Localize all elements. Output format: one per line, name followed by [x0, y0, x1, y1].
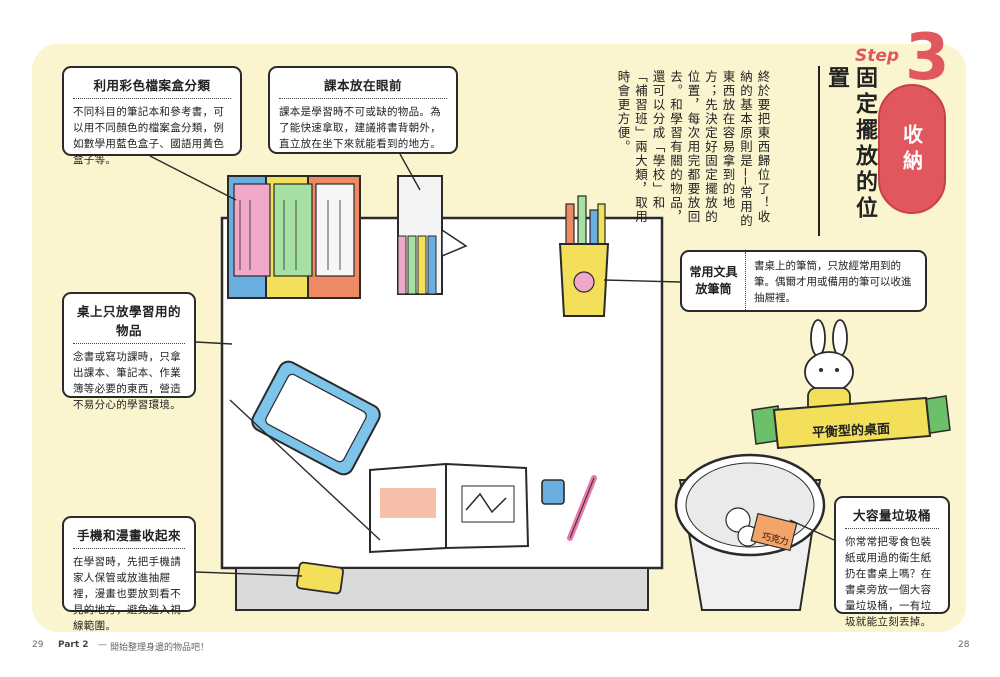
section-body: 終於要把東西歸位了！收納的基本原則是──常用的東西放在容易拿到的地方；先決定好固… [615, 70, 771, 229]
callout-phone-text: 在學習時，先把手機請家人保管或放進抽屜裡，漫畫也要放到看不見的地方，避免進入視線… [73, 556, 181, 632]
footer-title: 開始整理身邊的物品吧！ [110, 643, 210, 653]
callout-phone-title: 手機和漫畫收起來 [73, 525, 185, 549]
callout-study-text: 念書或寫功課時，只拿出課本、筆記本、作業簿等必要的東西，營造不易分心的學習環境。 [73, 351, 181, 411]
callout-books: 課本放在眼前 課本是學習時不可或缺的物品。為了能快速拿取，建議將書背朝外，直立放… [268, 66, 458, 154]
textbooks [397, 175, 468, 295]
folder-boxes [227, 175, 361, 299]
callout-study: 桌上只放學習用的物品 念書或寫功課時，只拿出課本、筆記本、作業簿等必要的東西，營… [62, 292, 196, 411]
page-number-left: 29 [32, 640, 44, 650]
footer-separator: — [98, 640, 107, 650]
banner-ribbon [751, 395, 951, 450]
eraser-icon [541, 479, 565, 505]
callout-bin: 大容量垃圾桶 你常常把零食包裝紙或用過的衛生紙扔在書桌上嗎？在書桌旁放一個大容量… [834, 496, 950, 628]
callout-books-title: 課本放在眼前 [279, 75, 447, 99]
pen-holder-icon [558, 195, 610, 317]
callout-folders-title: 利用彩色檔案盒分類 [73, 75, 231, 99]
callout-pens-text: 書桌上的筆筒，只放經常用到的筆。偶爾才用或備用的筆可以收進抽屜裡。 [754, 260, 912, 304]
step-word: Step [855, 46, 900, 66]
step-number: 3 [905, 21, 950, 95]
trash-bin-icon [674, 453, 826, 611]
callout-folders-text: 不同科目的筆記本和參考書，可以用不同顏色的檔案盒分類，例如數學用藍色盒子、國語用… [73, 106, 225, 166]
callout-bin-text: 你常常把零食包裝紙或用過的衛生紙扔在書桌上嗎？在書桌旁放一個大容量垃圾桶，一有垃… [845, 536, 932, 628]
callout-study-title: 桌上只放學習用的物品 [73, 301, 185, 344]
callout-folders: 利用彩色檔案盒分類 不同科目的筆記本和參考書，可以用不同顏色的檔案盒分類，例如數… [62, 66, 242, 166]
callout-books-text: 課本是學習時不可或缺的物品。為了能快速拿取，建議將書背朝外，直立放在坐下來就能看… [279, 106, 441, 150]
step-label: 收納 [899, 124, 924, 176]
phone-icon [296, 561, 344, 595]
page-number-right: 28 [958, 640, 970, 650]
step-pill [878, 84, 946, 214]
callout-pens-title: 常用文具放筆筒 [682, 252, 746, 310]
callout-pens: 常用文具放筆筒 書桌上的筆筒，只放經常用到的筆。偶爾才用或備用的筆可以收進抽屜裡… [680, 250, 927, 312]
callout-bin-title: 大容量垃圾桶 [845, 505, 939, 529]
section-heading: 固定擺放的位置 [818, 66, 878, 236]
callout-leaders [149, 153, 835, 577]
open-notebook [369, 462, 530, 554]
footer-part: Part 2 [58, 640, 89, 650]
callout-phone: 手機和漫畫收起來 在學習時，先把手機請家人保管或放進抽屜裡，漫畫也要放到看不見的… [62, 516, 196, 632]
rabbit-mascot-icon [804, 319, 854, 415]
